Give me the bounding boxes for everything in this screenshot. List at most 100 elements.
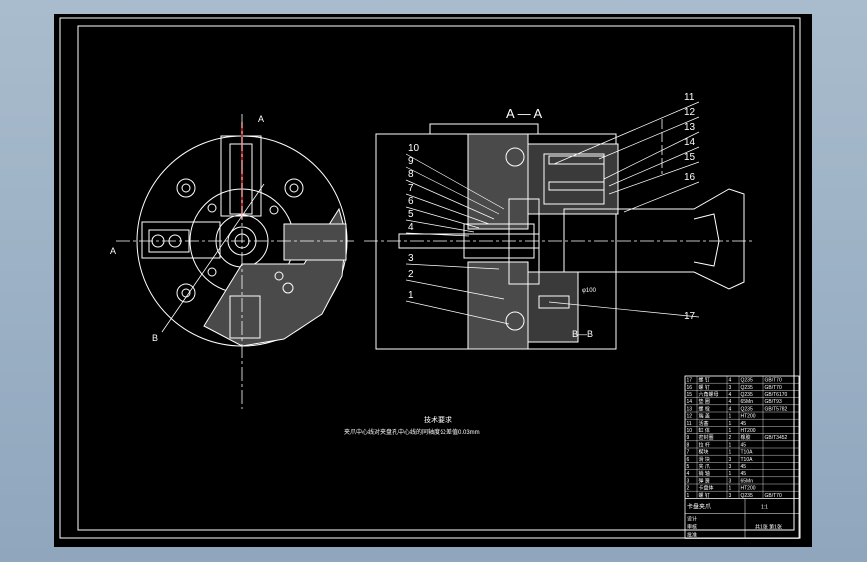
bom-cell: 端 盖 — [699, 413, 710, 420]
hatched-upper — [467, 133, 529, 230]
title-block-text: 卡盘夹爪 — [687, 502, 711, 510]
drawing-sheet: A A B A — A — [54, 14, 812, 547]
part-number: 10 — [408, 143, 420, 154]
part-labels-right — [548, 101, 700, 318]
bom-cell: 螺 栓 — [699, 405, 710, 412]
bom-cell: 12 — [687, 414, 693, 420]
section-aa-view — [375, 123, 745, 350]
bom-cell: Q235 — [741, 385, 753, 391]
part-number: 5 — [408, 209, 414, 220]
bom-cell: 16 — [687, 385, 693, 391]
bom-cell: 9 — [687, 435, 690, 441]
title-block-text: 共1张 第1张 — [755, 523, 782, 530]
bom-cell: 14 — [687, 399, 693, 405]
part-numbers-right: 11 12 13 14 15 16 17 — [684, 92, 696, 322]
bom-cell: 1 — [687, 493, 690, 499]
b-section-line — [161, 183, 265, 333]
section-bb-title: B—B — [572, 329, 593, 339]
bom-cell: 橡胶 — [741, 434, 751, 441]
bom-cell: 65Mn — [741, 399, 754, 405]
bom-cell: 楔块 — [699, 449, 709, 456]
bom-cell: 卡盘体 — [699, 485, 714, 492]
bom-cell: 1 — [729, 414, 732, 420]
notes-line-1: 夹爪中心线对夹盘孔中心线的同轴度公差值0.03mm — [344, 428, 480, 436]
bom-cell: 1 — [729, 421, 732, 427]
part-labels-left — [405, 153, 510, 325]
part-number: 1 — [408, 290, 414, 301]
bom-cell: 螺 钉 — [699, 384, 710, 391]
bom-cell: GB/T70 — [765, 378, 782, 384]
bom-cell: GB/T93 — [765, 399, 782, 405]
bom-cell: 销 轴 — [699, 470, 710, 477]
part-number: 3 — [408, 253, 414, 264]
part-number: 8 — [408, 169, 414, 180]
part-number: 17 — [684, 311, 696, 322]
bom-cell: 1 — [729, 428, 732, 434]
bom-cell: HT200 — [741, 414, 756, 420]
bom-cell: 6 — [687, 457, 690, 463]
bom-cell: 密封圈 — [699, 434, 714, 441]
part-number: 14 — [684, 137, 696, 148]
bom-cell: 4 — [687, 471, 690, 477]
jaw-left — [141, 221, 221, 259]
bom-cell: 活塞 — [699, 420, 709, 427]
outer-border — [59, 17, 801, 539]
part-number: 2 — [408, 269, 414, 280]
part-number: 7 — [408, 183, 414, 194]
bom-cell: 垫 圈 — [699, 398, 710, 405]
bom-cell: 拉 杆 — [699, 441, 710, 448]
bom-cell: GB/T6170 — [765, 392, 788, 398]
bom-cell: Q235 — [741, 406, 753, 412]
bom-cell: 11 — [687, 421, 692, 427]
bolt-holes — [176, 178, 304, 303]
bom-cell: 15 — [687, 392, 693, 398]
bom-cell: 缸 体 — [699, 427, 710, 434]
bom-cell: 13 — [687, 406, 693, 412]
bom-cell: 3 — [729, 493, 732, 499]
bom-cell: 夹 爪 — [699, 463, 710, 470]
mechanical-drawing: A A B A — A — [59, 17, 801, 539]
bom-cell: 2 — [729, 435, 732, 441]
bom-cell: 滑 块 — [699, 456, 710, 463]
bom-cell: Q235 — [741, 378, 753, 384]
bom-cell: 3 — [729, 478, 732, 484]
bom-cell: HT200 — [741, 486, 756, 492]
centerlines-left — [116, 114, 354, 409]
label-b-diag: B — [152, 333, 158, 343]
part-number: 15 — [684, 152, 696, 163]
part-number: 9 — [408, 156, 414, 167]
bom-cell: 1 — [729, 442, 732, 448]
title-block-text: 批准 — [687, 531, 697, 538]
title-block-text: 1:1 — [761, 504, 768, 510]
part-number: 13 — [684, 122, 696, 133]
bom-cell: 5 — [687, 464, 690, 470]
bom-cell: T10A — [741, 450, 754, 456]
bom-cell: 45 — [741, 421, 747, 427]
bom-cell: 7 — [687, 450, 690, 456]
bom-cell: 六角螺母 — [699, 391, 719, 398]
part-number: 6 — [408, 196, 414, 207]
bom-cell: 4 — [729, 399, 732, 405]
notes-title: 技术要求 — [424, 415, 452, 424]
bom-cell: 45 — [741, 471, 747, 477]
section-aa-title: A — A — [506, 106, 542, 121]
bom-cell: HT200 — [741, 428, 756, 434]
bom-cell: Q235 — [741, 392, 753, 398]
bom-cell: 1 — [729, 471, 732, 477]
jaw-top — [220, 135, 262, 217]
bom-cell: 17 — [687, 378, 693, 384]
bom-cell: 65Mn — [741, 478, 754, 484]
bom-cell: 3 — [729, 457, 732, 463]
bom-cell: GB/T3452 — [765, 435, 788, 441]
spindle-shaft — [563, 188, 745, 290]
bom-cell: T10A — [741, 457, 754, 463]
bom-cell: GB/T70 — [765, 385, 782, 391]
bom-cell: 螺 钉 — [699, 377, 710, 384]
bom-cell: 3 — [687, 478, 690, 484]
bom-cell: 弹 簧 — [699, 477, 710, 484]
part-number: 12 — [684, 107, 696, 118]
bom-cell: GB/T70 — [765, 493, 782, 499]
inner-border — [77, 25, 795, 531]
bom-cell: 1 — [729, 486, 732, 492]
